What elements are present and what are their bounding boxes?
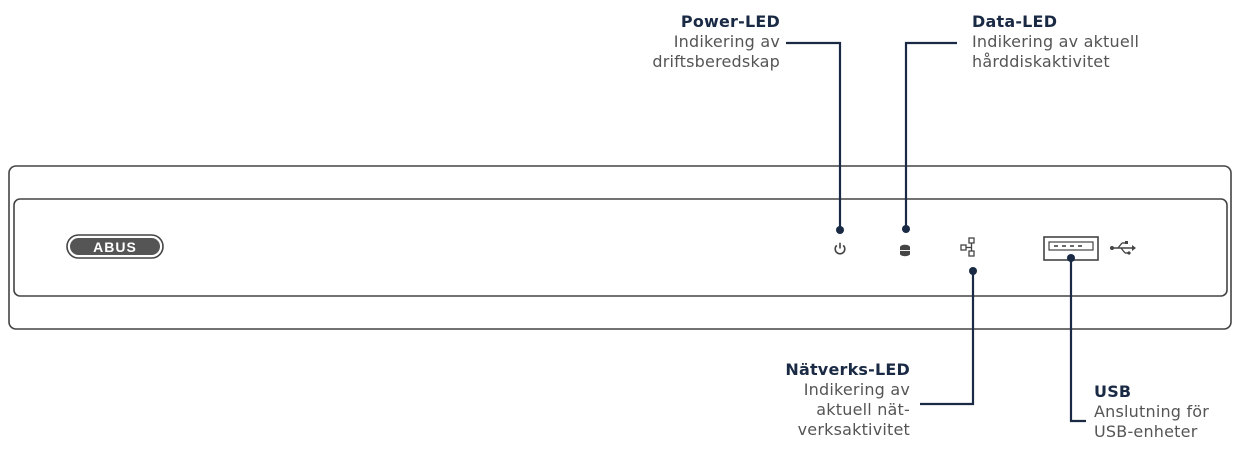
device-front-panel (13, 198, 1228, 297)
data-led-desc-line-1: Indikering av aktuell (972, 32, 1140, 51)
usb-title: USB (1094, 382, 1132, 401)
network-led-desc-line-1: Indikering av (803, 380, 910, 399)
abus-logo: ABUS (66, 234, 164, 259)
power-led-title: Power-LED (680, 12, 780, 31)
power-led-desc-line-2: driftsberedskap (652, 52, 780, 71)
usb-leader-line (1067, 254, 1086, 423)
data-led-callout: Data-LED Indikering av aktuell hårddiska… (972, 12, 1202, 72)
device-outer-body (8, 165, 1232, 330)
power-leader-line (786, 41, 844, 234)
data-led-title: Data-LED (972, 12, 1058, 31)
network-led-desc-line-2: aktuell nät- (816, 400, 910, 419)
usb-symbol-icon (1110, 241, 1136, 255)
network-leader-line (920, 267, 977, 406)
network-icon (960, 237, 975, 257)
power-led-callout: Power-LED Indikering av driftsberedskap (620, 12, 780, 72)
network-led-title: Nätverks-LED (785, 360, 910, 379)
usb-callout: USB Anslutning för USB-enheter (1094, 382, 1234, 442)
harddisk-icon (900, 244, 910, 257)
data-leader-line (902, 41, 957, 233)
network-led-desc-line-3: verksaktivitet (797, 420, 910, 439)
data-led-desc-line-2: hårddiskaktivitet (972, 52, 1110, 71)
usb-desc-line-2: USB-enheter (1094, 422, 1198, 441)
network-led-callout: Nätverks-LED Indikering av aktuell nät- … (760, 360, 910, 440)
power-icon (834, 242, 846, 255)
power-led-desc-line-1: Indikering av (673, 32, 780, 51)
logo-text: ABUS (93, 239, 137, 255)
usb-desc-line-1: Anslutning för (1094, 402, 1210, 421)
